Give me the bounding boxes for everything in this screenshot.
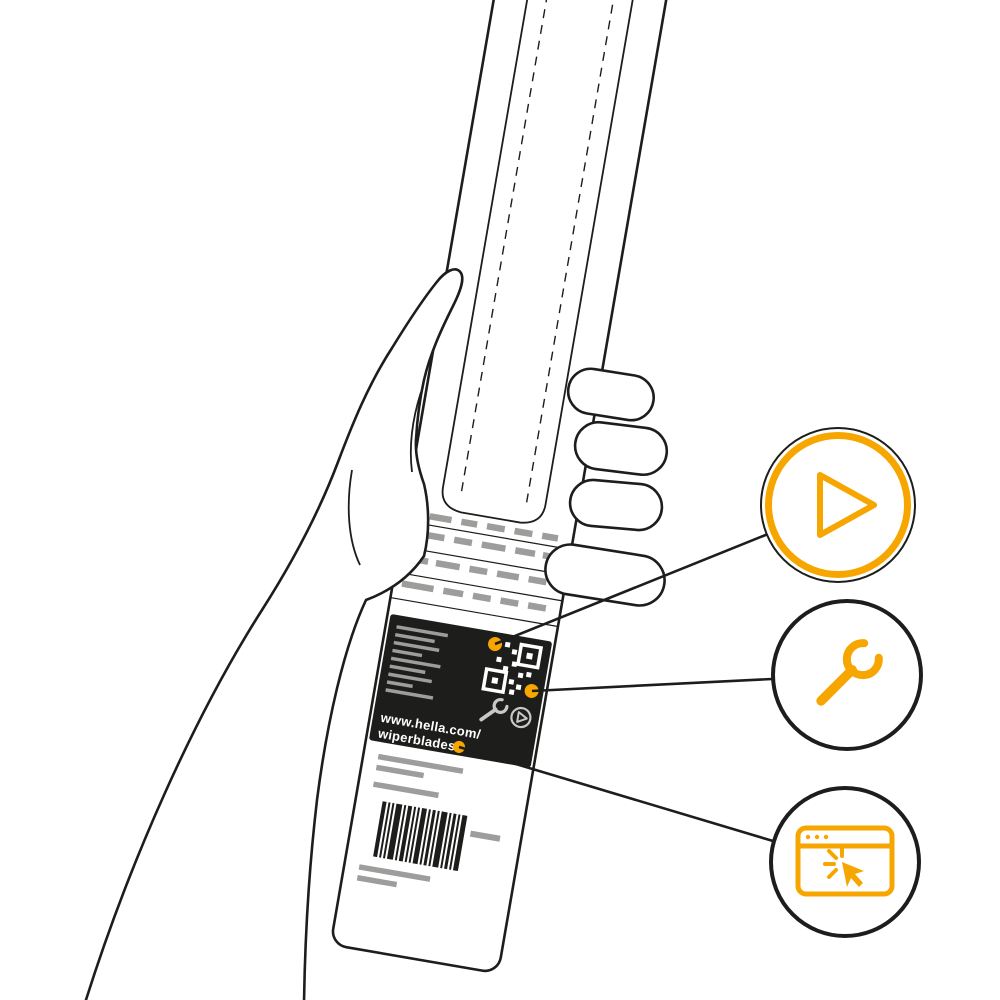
thumb-crease [410, 391, 422, 473]
connector-line-video [494, 532, 769, 646]
wiper-blade [441, 0, 652, 524]
finger-2 [573, 420, 669, 477]
play-icon [817, 472, 877, 538]
connector-line-website [458, 745, 774, 843]
repair-callout [771, 599, 923, 751]
label-play-icon [510, 706, 532, 729]
hand [84, 268, 669, 1000]
video-callout [760, 427, 916, 583]
print-spec-rows [390, 513, 572, 628]
wiper-package: www.hella.com/ wiperblades [331, 0, 682, 973]
browser-click-icon [795, 825, 895, 897]
url-marker-dot-website [453, 740, 466, 753]
label-text-lines [385, 625, 449, 700]
finger-4 [544, 543, 666, 607]
finger-3 [568, 478, 664, 532]
lower-print-area [356, 753, 501, 888]
product-label: www.hella.com/ wiperblades [369, 614, 552, 768]
website-callout [769, 786, 921, 938]
barcode [373, 801, 468, 872]
callout-lines [458, 532, 774, 843]
click-cursor [842, 862, 864, 887]
finger-1 [566, 367, 655, 422]
qr-marker-dot-repair [524, 683, 539, 698]
hand-silhouette [84, 268, 464, 1000]
connector-line-repair [531, 677, 773, 693]
palm-crease [347, 469, 361, 566]
